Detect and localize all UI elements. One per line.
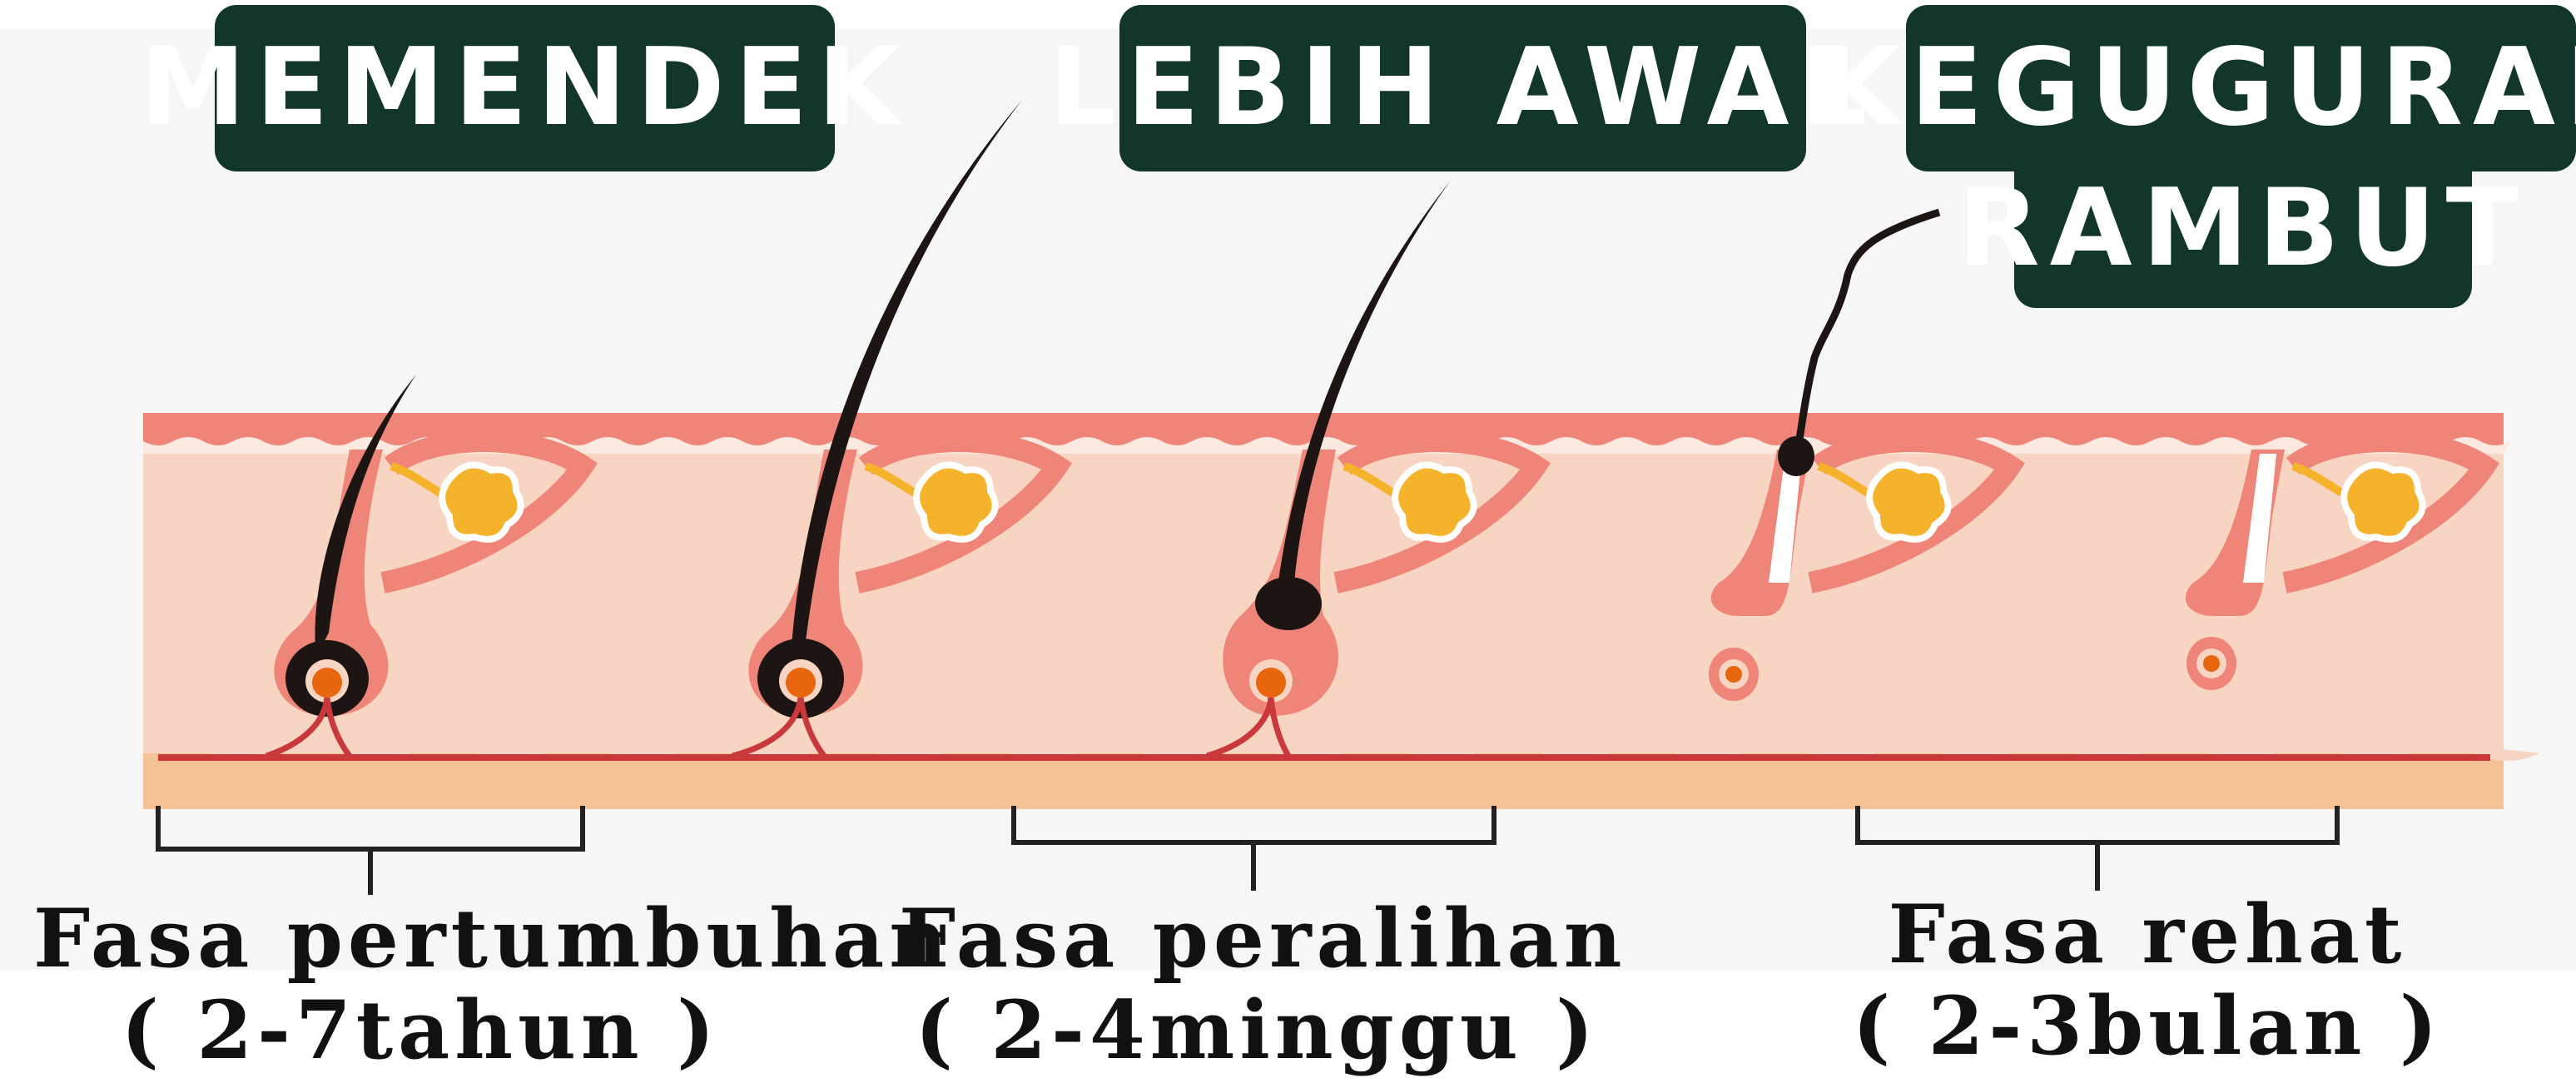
label-hair-loss-top: KEGUGURAN [1906, 5, 2576, 171]
papilla [312, 668, 342, 698]
label-hair-loss-bottom: RAMBUT [2014, 150, 2472, 308]
label-hair-loss-line1: KEGUGURAN [1818, 35, 2576, 142]
label-hair-loss-line2: RAMBUT [1958, 176, 2529, 282]
phase-growth-title: Fasa pertumbuhan [33, 899, 807, 979]
phase-growth-duration: ( 2-7tahun ) [33, 991, 807, 1071]
phase-transition-duration: ( 2-4minggu ) [899, 991, 1615, 1071]
phase-rest-duration: ( 2-3bulan ) [1814, 986, 2480, 1066]
label-earlier: LEBIH AWAL [1119, 5, 1806, 171]
phase-rest-title: Fasa rehat [1814, 895, 2480, 975]
label-shortened: MEMENDEK [215, 5, 835, 171]
phase-transition-title: Fasa peralihan [899, 899, 1615, 979]
sebaceous-gland [442, 465, 521, 539]
label-shortened-text: MEMENDEK [140, 35, 911, 142]
label-earlier-text: LEBIH AWAL [1049, 35, 1877, 142]
